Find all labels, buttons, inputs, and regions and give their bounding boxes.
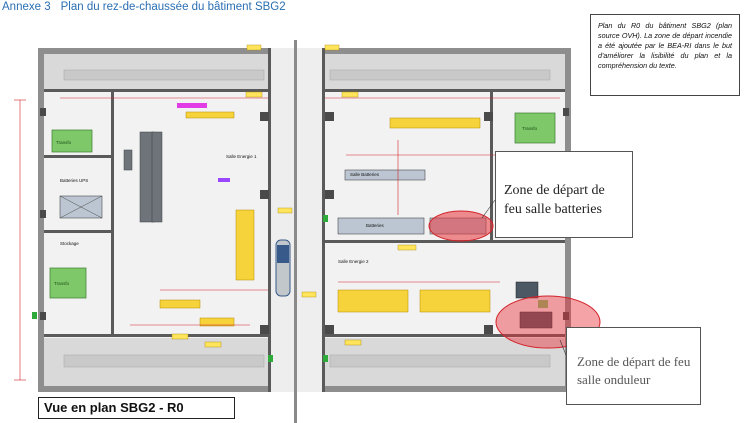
salle-energie-2-label: Salle Energie 2 xyxy=(338,259,369,264)
fire-zone-batteries xyxy=(428,210,494,242)
batteries-label-right: Batteries xyxy=(366,223,385,228)
transfo-label-3: Transfo xyxy=(522,126,538,131)
view-label: Vue en plan SBG2 - R0 xyxy=(38,397,235,419)
corridor-axis xyxy=(294,40,297,423)
transfo-blocks xyxy=(49,112,556,299)
stockage-label: Stockage xyxy=(60,241,79,246)
annex-title: Plan du rez-de-chaussée du bâtiment SBG2 xyxy=(60,1,286,13)
onduleur-cabinets xyxy=(515,281,553,329)
batteries-ups-label: Batteries UPS xyxy=(60,178,88,183)
salle-energie-1-label: Salle Energie 1 xyxy=(226,154,257,159)
callout-batteries: Zone de départ de feu salle batteries xyxy=(495,151,633,238)
callout-onduleur: Zone de départ de feu salle onduleur xyxy=(566,327,701,405)
purple-marker xyxy=(218,178,230,182)
caption-box: Plan du R0 du bâtiment SBG2 (plan source… xyxy=(590,14,740,96)
page-title: Annexe 3 Plan du rez-de-chaussée du bâtim… xyxy=(2,1,286,13)
salle-batteries-label: Salle Batteries xyxy=(350,172,380,177)
transfo-label-2: Transfo xyxy=(54,281,70,286)
battery-racks-left xyxy=(123,131,163,223)
magenta-marker xyxy=(177,103,207,108)
cable-trays xyxy=(63,69,551,368)
dimension-lines xyxy=(14,97,560,381)
exit-signs xyxy=(32,215,328,362)
transfo-label-1: Transfo xyxy=(56,140,72,145)
callout-leader-batteries xyxy=(481,199,496,219)
callout-leader-onduleur xyxy=(559,339,567,356)
annex-label: Annexe 3 xyxy=(2,1,51,13)
yellow-cabinets xyxy=(159,111,491,327)
small-tags xyxy=(171,44,417,348)
